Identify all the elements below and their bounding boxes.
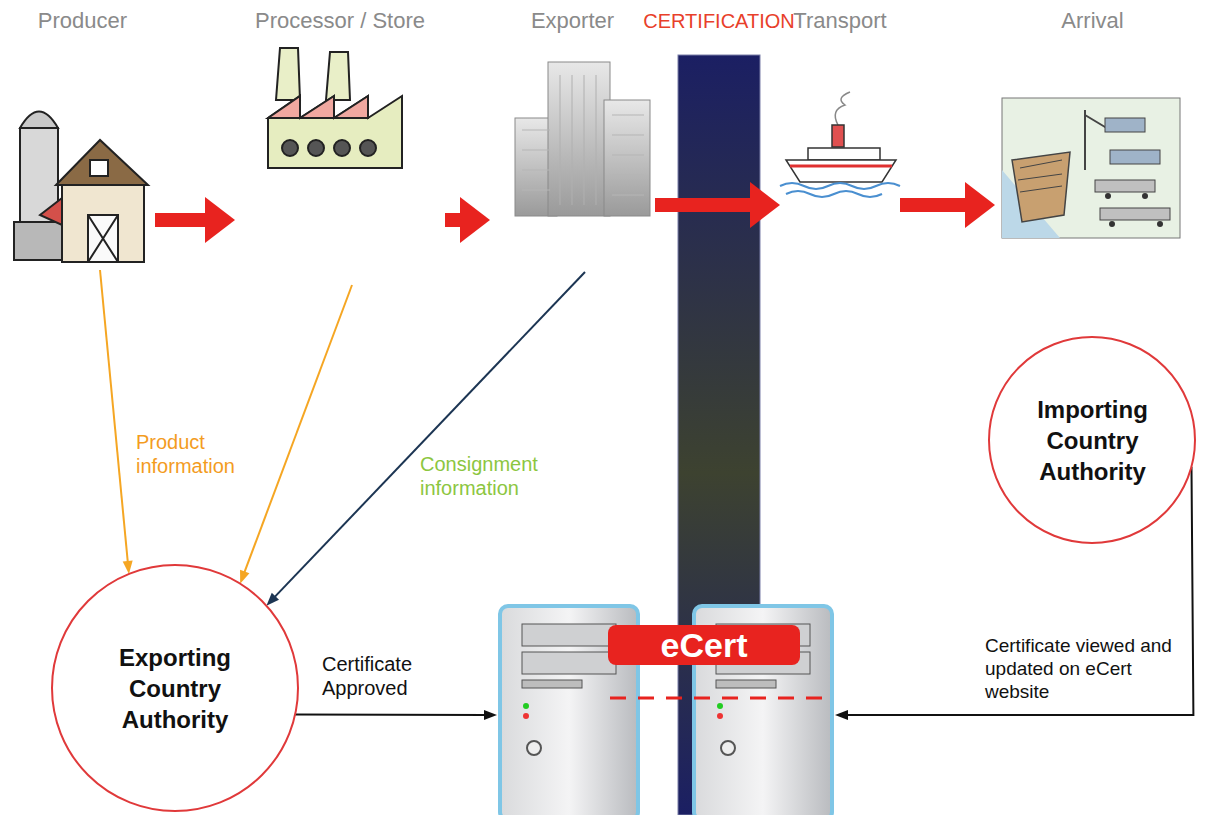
ecert-system: eCert xyxy=(497,600,835,815)
flow-arrow xyxy=(655,182,780,228)
authority-circle: Exporting Country Authority xyxy=(50,563,300,813)
stage-label: Transport xyxy=(780,8,900,34)
arrow-head xyxy=(835,710,848,720)
arrow-head xyxy=(965,182,995,228)
farm-icon xyxy=(14,112,148,263)
connector-line xyxy=(155,213,211,227)
connector-line xyxy=(655,198,756,212)
flow-arrow xyxy=(155,197,235,243)
exporter-stage: Exporter xyxy=(490,8,655,272)
flow-arrow xyxy=(900,182,995,228)
stage-label: Producer xyxy=(10,8,155,34)
connector-line xyxy=(295,714,487,716)
info-arrow xyxy=(266,272,585,606)
processor-stage: Processor / Store xyxy=(235,8,445,285)
port-icon xyxy=(1002,98,1180,238)
edge-label: Certificate Approved xyxy=(322,652,462,700)
factory-icon xyxy=(268,48,402,168)
info-arrow xyxy=(100,270,133,574)
flow-arrow xyxy=(445,197,490,243)
arrival-stage: Arrival xyxy=(995,8,1190,250)
office-building-icon xyxy=(515,62,650,216)
arrow-head xyxy=(484,710,497,720)
arrow-head xyxy=(460,197,490,243)
edge-label: Product information xyxy=(136,430,266,478)
circle-border xyxy=(52,565,298,811)
connector-line xyxy=(100,270,128,564)
system-badge: eCert xyxy=(608,625,800,665)
ship-icon xyxy=(780,92,900,197)
connector-line xyxy=(900,198,971,212)
link-dashes xyxy=(610,697,832,700)
arrow-head xyxy=(240,570,249,584)
arrow-head xyxy=(750,182,780,228)
band-title: CERTIFICATION xyxy=(619,9,819,33)
stage-label: Exporter xyxy=(490,8,655,34)
transport-stage: Transport xyxy=(780,8,900,250)
certification-band: CERTIFICATION xyxy=(678,55,760,815)
edge-label: Certificate viewed and updated on eCert … xyxy=(985,634,1181,703)
connector-line xyxy=(244,285,352,574)
stage-label: Arrival xyxy=(995,8,1190,34)
producer-stage: Producer xyxy=(10,8,155,270)
authority-circle: Importing Country Authority xyxy=(987,335,1197,545)
authority-label: Importing Country Authority xyxy=(1021,394,1164,487)
circle-border xyxy=(989,337,1195,543)
arrow-head xyxy=(205,197,235,243)
info-arrow xyxy=(295,710,497,720)
info-arrow xyxy=(240,285,352,584)
stage-label: Processor / Store xyxy=(235,8,445,34)
edge-label: Consignment information xyxy=(420,452,570,500)
authority-label: Exporting Country Authority xyxy=(90,642,260,735)
arrow-head xyxy=(266,593,279,606)
connector-line xyxy=(274,272,585,598)
arrow-head xyxy=(123,561,133,574)
